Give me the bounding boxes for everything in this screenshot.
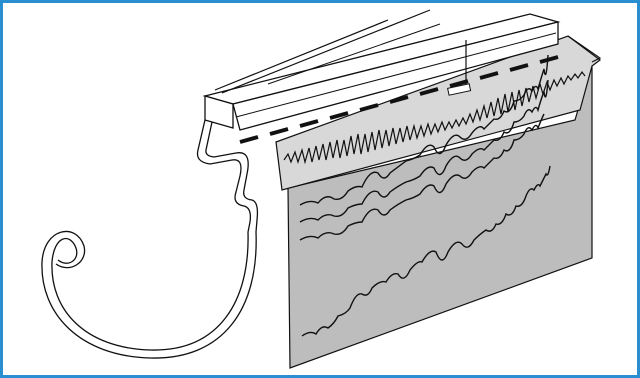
illustration-frame [0,0,640,378]
recorder-diagram [0,0,640,378]
